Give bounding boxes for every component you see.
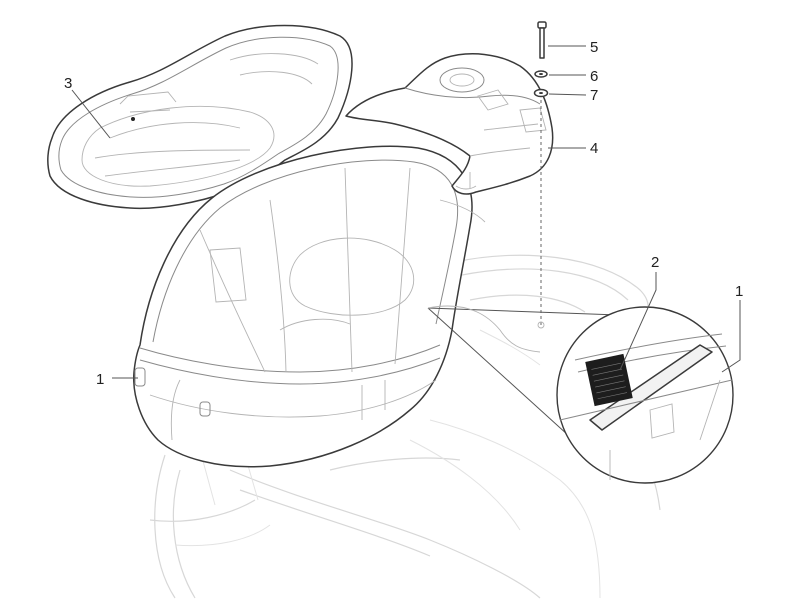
callout-label: 5 bbox=[590, 39, 598, 56]
callout-leaders bbox=[71, 45, 741, 379]
callout-label: 4 bbox=[590, 140, 598, 157]
part-3-seat-liner bbox=[47, 24, 353, 210]
part-6-washer bbox=[534, 70, 548, 78]
callout-label: 3 bbox=[64, 75, 72, 92]
part-2-gasket bbox=[585, 353, 633, 407]
mount-point bbox=[537, 321, 545, 329]
part-1-helmet-compartment bbox=[133, 145, 486, 468]
part-5-screw bbox=[537, 21, 547, 59]
callout-label: 1 bbox=[96, 371, 104, 388]
part-4-bin-support bbox=[345, 53, 554, 195]
callout-label: 2 bbox=[651, 254, 659, 271]
callout-label: 7 bbox=[590, 87, 598, 104]
callout-label: 1 bbox=[735, 283, 743, 300]
part-7-washer bbox=[533, 88, 549, 98]
detail-zoom-view bbox=[427, 305, 734, 484]
callout-label: 6 bbox=[590, 68, 598, 85]
